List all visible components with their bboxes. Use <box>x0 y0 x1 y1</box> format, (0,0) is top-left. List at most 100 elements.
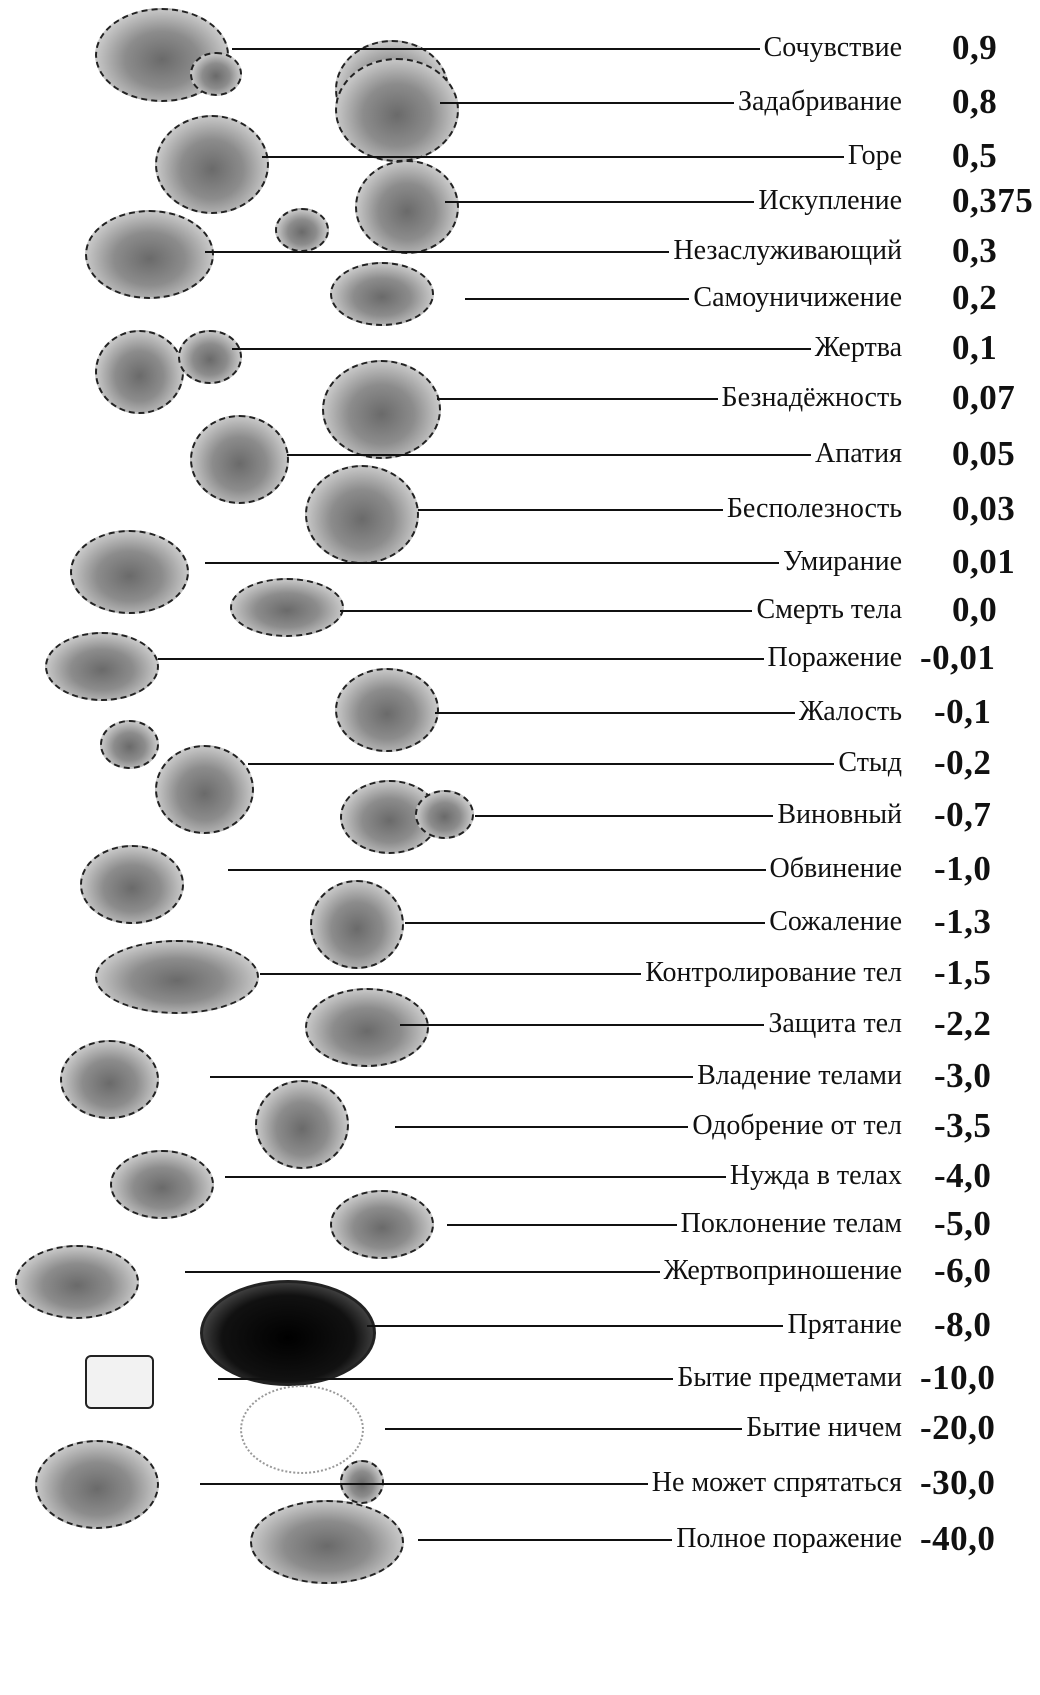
tone-value: -4,0 <box>934 1156 991 1196</box>
creature-illustration <box>70 530 189 614</box>
leader-line <box>262 156 860 158</box>
tone-value: -1,5 <box>934 953 991 993</box>
creature-illustration <box>100 720 159 769</box>
tone-value: -1,3 <box>934 902 991 942</box>
leader-line <box>248 763 860 765</box>
tone-value: -0,7 <box>934 795 991 835</box>
tone-label: Нужда в телах <box>726 1160 902 1192</box>
tone-label: Жертвоприношение <box>660 1255 902 1287</box>
tone-label: Смерть тела <box>752 594 902 626</box>
tone-value: 0,0 <box>952 590 997 630</box>
tone-label: Умирание <box>779 546 902 578</box>
tone-label: Искупление <box>754 185 902 217</box>
tone-value: -0,01 <box>920 638 995 678</box>
creature-illustration <box>85 210 214 299</box>
creature-illustration <box>95 330 184 414</box>
tone-value: 0,07 <box>952 378 1015 418</box>
creature-illustration <box>60 1040 159 1119</box>
creature-illustration <box>340 1460 384 1504</box>
tone-label: Безнадёжность <box>718 382 902 414</box>
leader-line <box>158 658 860 660</box>
tone-label: Жалость <box>795 696 902 728</box>
creature-illustration <box>240 1385 364 1474</box>
tone-label: Поражение <box>764 642 902 674</box>
creature-illustration <box>190 52 242 96</box>
tone-value: 0,9 <box>952 28 997 68</box>
tone-label: Задабривание <box>734 86 902 118</box>
tone-value: -1,0 <box>934 849 991 889</box>
creature-illustration <box>200 1280 376 1386</box>
tone-label: Сочувствие <box>760 32 902 64</box>
creature-illustration <box>250 1500 404 1584</box>
tone-label: Сожаление <box>765 906 902 938</box>
creature-illustration <box>35 1440 159 1529</box>
tone-value: -10,0 <box>920 1358 995 1398</box>
tone-value: -5,0 <box>934 1204 991 1244</box>
creature-illustration <box>45 632 159 701</box>
creature-illustration <box>255 1080 349 1169</box>
tone-value: 0,03 <box>952 489 1015 529</box>
creature-illustration <box>155 745 254 834</box>
tone-label: Самоуничижение <box>689 282 902 314</box>
tone-value: 0,3 <box>952 231 997 271</box>
tone-label: Апатия <box>811 438 902 470</box>
creature-illustration <box>335 58 459 162</box>
creature-illustration <box>110 1150 214 1219</box>
tone-label: Жертва <box>811 332 902 364</box>
tone-value: 0,05 <box>952 434 1015 474</box>
creature-illustration <box>305 465 419 564</box>
tone-label: Виновный <box>773 799 902 831</box>
creature-illustration <box>415 790 474 839</box>
tone-label: Горе <box>844 140 902 172</box>
tone-value: 0,1 <box>952 328 997 368</box>
leader-line <box>232 348 860 350</box>
tone-label: Бесполезность <box>723 493 902 525</box>
creature-illustration <box>305 988 429 1067</box>
tone-label: Бытие предметами <box>673 1362 902 1394</box>
tone-label: Прятание <box>783 1309 902 1341</box>
creature-illustration <box>80 845 184 924</box>
creature-illustration <box>230 578 344 637</box>
tone-value: -20,0 <box>920 1408 995 1448</box>
tone-label: Не может спрятаться <box>648 1467 902 1499</box>
tone-label: Незаслуживающий <box>669 235 902 267</box>
tone-value: 0,375 <box>952 181 1033 221</box>
tone-value: -3,0 <box>934 1056 991 1096</box>
tone-value: 0,8 <box>952 82 997 122</box>
tone-value: 0,2 <box>952 278 997 318</box>
tone-label: Стыд <box>834 747 902 779</box>
leader-line <box>205 562 860 564</box>
creature-illustration <box>15 1245 139 1319</box>
tone-label: Защита тел <box>764 1008 902 1040</box>
leader-line <box>287 454 860 456</box>
creature-illustration <box>190 415 289 504</box>
tone-label: Полное поражение <box>672 1523 902 1555</box>
tone-value: -3,5 <box>934 1106 991 1146</box>
creature-illustration <box>330 1190 434 1259</box>
tone-value: -8,0 <box>934 1305 991 1345</box>
tone-value: 0,01 <box>952 542 1015 582</box>
tone-value: -6,0 <box>934 1251 991 1291</box>
creature-illustration <box>335 668 439 752</box>
tone-value: -0,2 <box>934 743 991 783</box>
tone-value: -2,2 <box>934 1004 991 1044</box>
creature-illustration <box>322 360 441 459</box>
tone-value: -40,0 <box>920 1519 995 1559</box>
tone-label: Контролирование тел <box>641 957 902 989</box>
tone-label: Владение телами <box>693 1060 902 1092</box>
tone-label: Одобрение от тел <box>688 1110 902 1142</box>
creature-illustration <box>95 940 259 1014</box>
tone-value: -0,1 <box>934 692 991 732</box>
tone-label: Поклонение телам <box>677 1208 902 1240</box>
creature-illustration <box>310 880 404 969</box>
tone-value: -30,0 <box>920 1463 995 1503</box>
tone-label: Обвинение <box>766 853 902 885</box>
creature-illustration <box>155 115 269 214</box>
creature-illustration <box>355 160 459 254</box>
creature-illustration <box>178 330 242 384</box>
creature-illustration <box>275 208 329 252</box>
creature-illustration <box>85 1355 154 1409</box>
tone-value: 0,5 <box>952 136 997 176</box>
creature-illustration <box>330 262 434 326</box>
